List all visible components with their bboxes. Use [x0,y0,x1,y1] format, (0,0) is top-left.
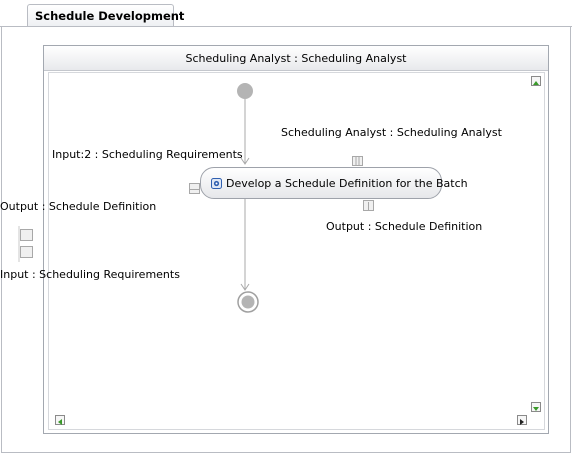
flow-initial-to-task [240,99,250,165]
flow-task-to-final [240,199,250,291]
outer-output-label: Output : Schedule Definition [0,200,157,213]
outer-input-pin[interactable] [20,246,33,258]
outer-output-pin[interactable] [20,229,33,241]
task-output-label: Output : Schedule Definition [326,220,483,233]
performer-label: Scheduling Analyst : Scheduling Analyst [281,126,502,139]
performer-pin[interactable] [352,156,363,166]
swimlane-content-area[interactable] [48,72,545,430]
pin-lines-icon [368,202,369,211]
chevron-right-icon [520,419,524,425]
scroll-up-button[interactable] [531,76,541,86]
outer-input-label: Input : Scheduling Requirements [0,268,180,281]
chevron-left-icon [58,419,62,425]
task-output-pin[interactable] [363,200,374,211]
task-input-label: Input:2 : Scheduling Requirements [52,148,243,161]
initial-node[interactable] [237,83,253,99]
scroll-right-button[interactable] [517,415,527,425]
task-node[interactable]: Develop a Schedule Definition for the Ba… [200,167,468,199]
task-label: Develop a Schedule Definition for the Ba… [226,176,468,190]
activity-final-node[interactable] [237,291,259,313]
scroll-left-button[interactable] [55,415,65,425]
swimlane-title: Scheduling Analyst : Scheduling Analyst [185,51,407,65]
chevron-up-icon [533,81,539,85]
tab-title: Schedule Development [35,8,185,23]
pin-lines-icon [190,189,199,190]
chevron-down-icon [533,407,539,411]
swimlane-header[interactable]: Scheduling Analyst : Scheduling Analyst [44,46,548,71]
tab-schedule-development[interactable]: Schedule Development [27,4,184,26]
scroll-down-button[interactable] [531,402,541,412]
editor-frame [1,27,571,453]
swimlane[interactable] [43,45,549,434]
task-icon [211,177,222,189]
pin-lines-icon [355,157,360,165]
tab-strip-border [0,26,572,27]
task-input-pin[interactable] [189,183,200,194]
